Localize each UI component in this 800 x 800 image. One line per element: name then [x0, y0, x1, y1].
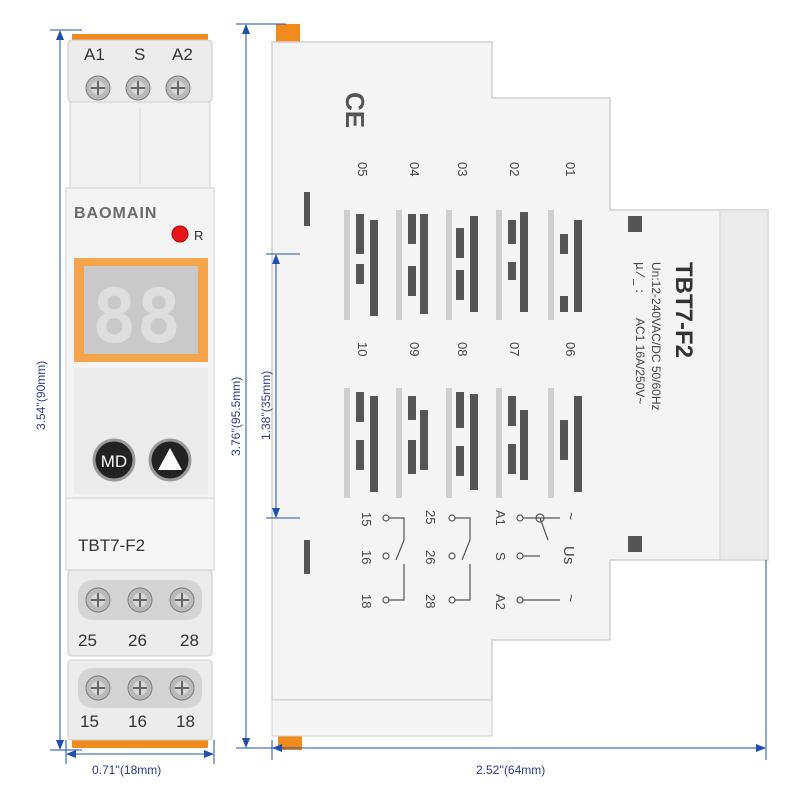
- wiring-label: 26: [423, 550, 438, 564]
- dim-height-front: 3.54''(90mm): [34, 361, 48, 430]
- mode-number: 07: [507, 342, 522, 356]
- terminal-label-15: 15: [80, 712, 99, 731]
- front-model-label: TBT7-F2: [78, 536, 145, 555]
- wiring-diagram: 15 16 18 25 26 28 A1 S A2 Us ~ ~: [359, 510, 579, 610]
- ce-mark: CE: [340, 92, 370, 128]
- terminal-label-28: 28: [180, 631, 199, 650]
- dim-height-total: 3.76''(95.5mm): [229, 377, 243, 456]
- wiring-label: 28: [423, 594, 438, 608]
- mode-number-row-top: 05 04 03 02 01: [355, 162, 578, 176]
- mode-number-row-bottom: 10 09 08 07 06: [355, 342, 578, 356]
- seven-segment-digits: 88: [92, 274, 181, 360]
- wiring-label: 18: [359, 594, 374, 608]
- mode-number: 03: [455, 162, 470, 176]
- terminal-screw: [127, 675, 153, 701]
- terminal-screw: [169, 587, 195, 613]
- timing-diagrams: [344, 210, 582, 498]
- spec-line-1: Un:12-240VAC/DC 50/60Hz: [649, 262, 663, 411]
- mode-number: 01: [563, 162, 578, 176]
- terminal-screw: [125, 75, 151, 101]
- md-button-label: MD: [101, 452, 127, 471]
- wiring-label: S: [493, 552, 508, 561]
- wiring-label: 15: [359, 512, 374, 526]
- contact-symbol-icon: μ ⁄ _ :: [633, 262, 647, 293]
- side-front-cover: [719, 209, 769, 561]
- up-arrow-icon: [158, 448, 182, 470]
- wiring-label: A1: [493, 510, 508, 526]
- wiring-label: A2: [493, 594, 508, 610]
- side-housing: [271, 41, 769, 701]
- terminal-screw: [127, 587, 153, 613]
- side-orange-clip-bottom: [278, 734, 302, 750]
- front-view: A1 S A2 BAOMAIN R 88 MD TBT7-F2 25: [65, 34, 215, 748]
- terminal-label-s: S: [134, 45, 145, 64]
- svg-text:~: ~: [563, 594, 579, 602]
- dim-depth: 2.52''(64mm): [476, 763, 545, 777]
- mode-number: 08: [455, 342, 470, 356]
- dim-width-front: 0.71''(18mm): [92, 763, 161, 777]
- dim-rail: 1.38''(35mm): [259, 371, 273, 440]
- terminal-label-26: 26: [128, 631, 147, 650]
- spec-line-2: AC1 16A/250V~: [633, 318, 647, 404]
- terminal-screw: [165, 75, 191, 101]
- terminal-label-a2: A2: [172, 45, 193, 64]
- button-area: [74, 368, 208, 494]
- brand-logo: BAOMAIN: [74, 205, 157, 222]
- terminal-screw: [85, 75, 111, 101]
- side-lower-housing: [271, 699, 493, 737]
- mode-number: 02: [507, 162, 522, 176]
- mode-number: 09: [407, 342, 422, 356]
- md-button[interactable]: [92, 438, 136, 482]
- led-label: R: [194, 228, 203, 243]
- model-section: [65, 497, 215, 571]
- wiring-label: 16: [359, 550, 374, 564]
- terminal-label-a1: A1: [84, 45, 105, 64]
- terminal-label-25: 25: [78, 631, 97, 650]
- mode-number: 05: [355, 162, 370, 176]
- side-orange-clip-top: [276, 24, 300, 42]
- side-view: CE TBT7-F2 Un:12-240VAC/DC 50/60Hz AC1 1…: [271, 24, 769, 750]
- top-orange-tab: [72, 34, 208, 42]
- svg-text:~: ~: [563, 512, 579, 520]
- mode-number: 06: [563, 342, 578, 356]
- dimension-lines: [50, 23, 767, 764]
- terminal-label-16: 16: [128, 712, 147, 731]
- terminal-screw: [169, 675, 195, 701]
- mode-number: 10: [355, 342, 370, 356]
- terminal-screw: [85, 675, 111, 701]
- side-model-label: TBT7-F2: [670, 262, 697, 358]
- display-window: [84, 266, 198, 354]
- terminal-screw: [85, 587, 111, 613]
- mode-number: 04: [407, 162, 422, 176]
- terminal-label-18: 18: [176, 712, 195, 731]
- wiring-label: 25: [423, 510, 438, 524]
- bottom-orange-tab: [72, 740, 208, 748]
- status-led: [171, 225, 189, 243]
- us-label: Us: [560, 546, 577, 564]
